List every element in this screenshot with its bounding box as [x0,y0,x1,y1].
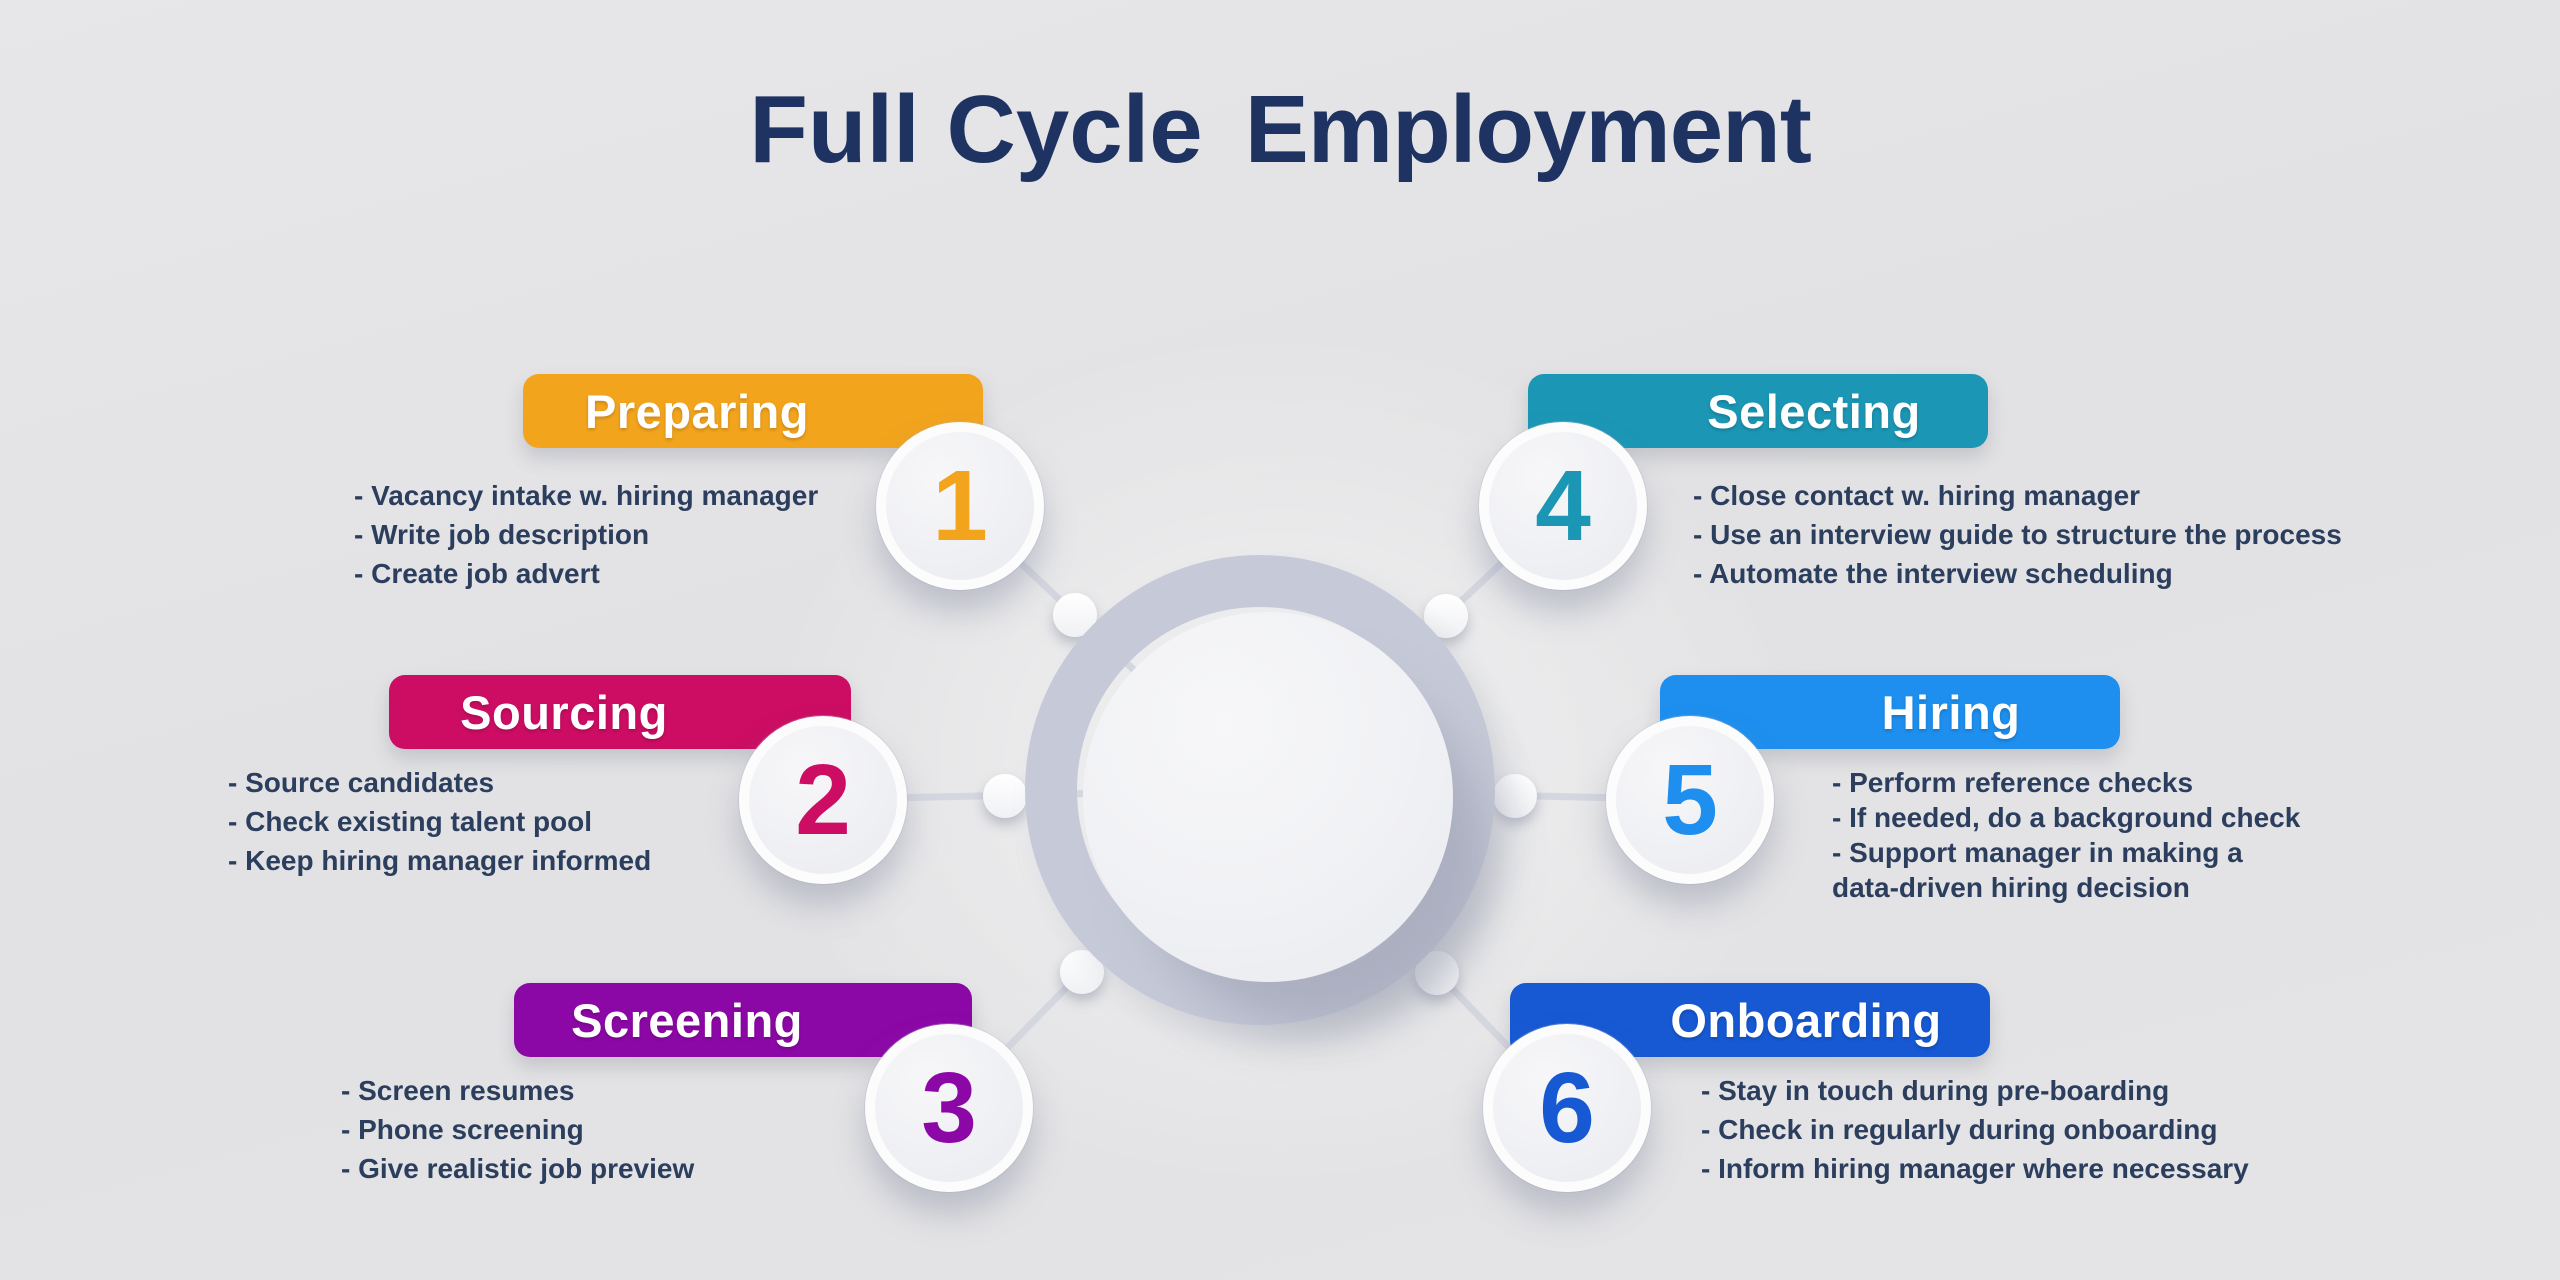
stage-bullets-sourcing: - Source candidates - Check existing tal… [228,763,651,880]
bullet-item: - Stay in touch during pre-boarding [1701,1075,2170,1106]
stage-banner-onboarding: Onboarding [1510,983,1990,1057]
step-number-6: 6 [1539,1052,1595,1164]
stage-bullets-screening: - Screen resumes - Phone screening - Giv… [341,1071,694,1188]
bullet-item: - Keep hiring manager informed [228,845,652,876]
bullet-item: - Inform hiring manager where necessary [1701,1153,2249,1184]
bullet-item: - If needed, do a background check [1832,802,2301,833]
bullet-item: - Create job advert [354,558,600,589]
bullet-item: - Perform reference checks [1832,767,2194,798]
bullet-item: - Write job description [354,519,650,550]
stage-bullets-preparing: - Vacancy intake w. hiring manager - Wri… [354,476,818,593]
stage-banner-hiring: Hiring [1660,675,2120,749]
bullet-item: - Close contact w. hiring manager [1693,480,2141,511]
bullet-item: - Check existing talent pool [228,806,593,837]
step-circle-1: 1 [876,422,1044,590]
stage-bullets-hiring: - Perform reference checks - If needed, … [1832,765,2300,905]
page-title-part-2: Employment [1244,76,1812,184]
page-title: Full Cycle Employment [0,64,2560,196]
bullet-item: - Use an interview guide to structure th… [1693,519,2342,550]
stage-label-hiring: Hiring [1881,685,2021,739]
stage-label-screening: Screening [571,993,803,1047]
stage-label-selecting: Selecting [1707,384,1921,438]
step-number-1: 1 [932,450,988,562]
bullet-item: - Check in regularly during onboarding [1701,1114,2218,1145]
step-circle-6: 6 [1483,1024,1651,1192]
bullet-item: - Give realistic job preview [341,1153,695,1184]
step-circle-3: 3 [865,1024,1033,1192]
step-number-4: 4 [1535,450,1591,562]
bullet-item: - Phone screening [341,1114,584,1145]
page-title-part-1: Full Cycle [749,76,1203,184]
stage-label-preparing: Preparing [585,384,809,438]
step-number-5: 5 [1662,744,1718,856]
bullet-item: - Screen resumes [341,1075,575,1106]
bullet-item: - Source candidates [228,767,495,798]
step-number-2: 2 [795,744,851,856]
bullet-item: - Support manager in making a [1832,837,2243,868]
connector-knob-2 [983,774,1027,818]
stage-bullets-selecting: - Close contact w. hiring manager - Use … [1693,476,2342,593]
step-number-3: 3 [921,1052,977,1164]
step-circle-5: 5 [1606,716,1774,884]
bullet-item: - Vacancy intake w. hiring manager [354,480,819,511]
stage-banner-preparing: Preparing [523,374,983,448]
stage-bullets-onboarding: - Stay in touch during pre-boarding - Ch… [1701,1071,2249,1188]
stage-label-sourcing: Sourcing [460,685,668,739]
connector-knob-5 [1493,774,1537,818]
bullet-item-continuation: data-driven hiring decision [1832,872,2190,903]
step-circle-4: 4 [1479,422,1647,590]
step-circle-2: 2 [739,716,907,884]
stage-label-onboarding: Onboarding [1670,993,1942,1047]
bullet-item: - Automate the interview scheduling [1693,558,2173,589]
hub-disk [1083,612,1453,982]
